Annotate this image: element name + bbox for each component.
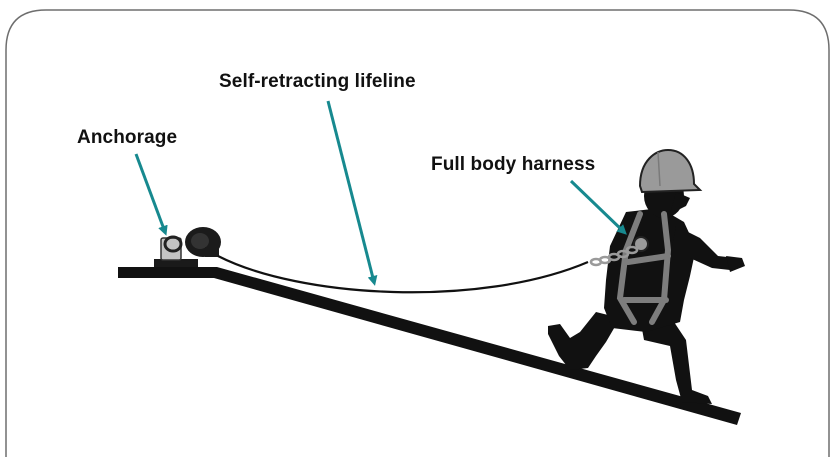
anchorage-label: Anchorage	[77, 127, 177, 149]
full-body-harness-label: Full body harness	[431, 154, 595, 176]
diagram-frame	[6, 10, 829, 457]
anchorage-pointer-arrow	[136, 154, 165, 232]
lifeline-pointer-arrow	[328, 101, 374, 282]
helmet	[640, 150, 700, 192]
anchorage-device	[154, 227, 221, 267]
harness-pointer-arrow	[571, 181, 624, 232]
srl-housing	[185, 227, 221, 257]
self-retracting-lifeline-label: Self-retracting lifeline	[219, 71, 416, 93]
